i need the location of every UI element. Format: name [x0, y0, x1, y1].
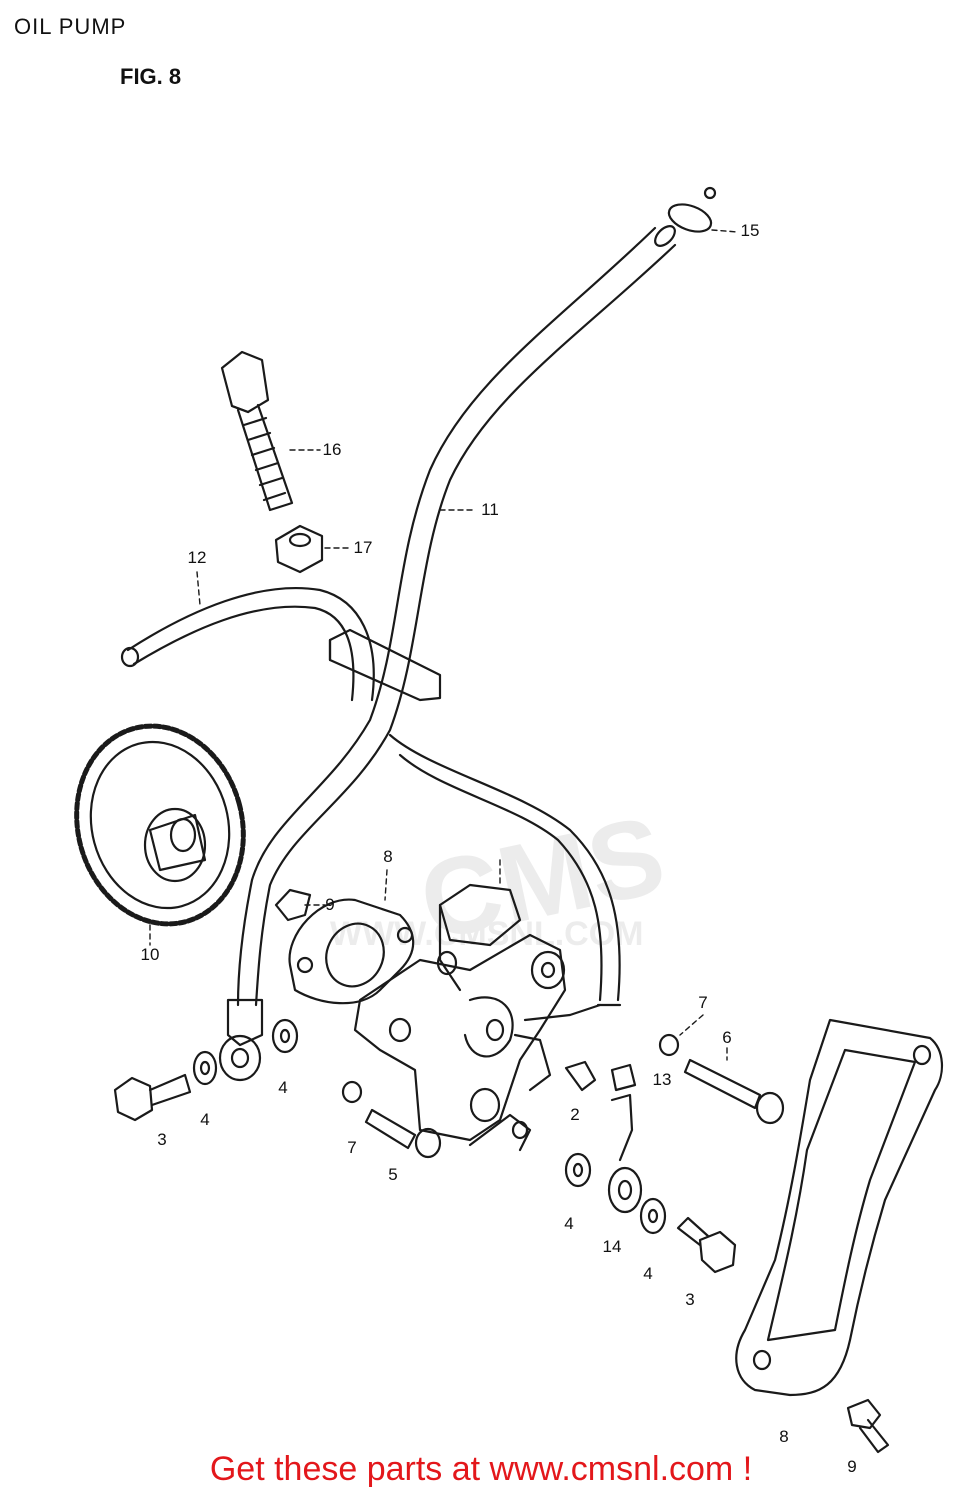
washer-4-left — [192, 1050, 218, 1086]
gasket-8-top — [288, 898, 415, 1005]
screw-5 — [364, 1108, 442, 1159]
footer-cta-link[interactable]: Get these parts at www.cmsnl.com ! — [209, 1450, 753, 1488]
bolt-16 — [220, 350, 294, 512]
hose-guide — [328, 628, 442, 702]
callout-3-right: 3 — [685, 1290, 695, 1309]
washer-4-inner — [271, 1018, 299, 1054]
callout-4-inner: 4 — [278, 1078, 288, 1097]
callout-2: 2 — [570, 1105, 580, 1124]
oil-hose-12 — [120, 586, 375, 702]
oil-pump-body — [353, 883, 602, 1152]
callout-7-right: 7 — [698, 993, 708, 1012]
washer-7-left — [341, 1080, 363, 1104]
callout-8-bottom: 8 — [779, 1427, 789, 1446]
callout-11: 11 — [481, 500, 499, 519]
callout-3-left: 3 — [157, 1130, 167, 1149]
callout-4-right: 4 — [643, 1264, 653, 1283]
banjo-bolt-3-left — [113, 1073, 192, 1122]
callout-12: 12 — [187, 548, 207, 567]
oil-hose-11 — [236, 225, 677, 1007]
drive-gear-10 — [74, 723, 246, 927]
callout-17: 17 — [353, 538, 373, 557]
hose-clip-15 — [667, 186, 717, 233]
callout-6: 6 — [722, 1028, 732, 1047]
callout-9-bottom: 9 — [847, 1457, 857, 1476]
watermark-url: WWW.CMSNL.COM — [330, 915, 644, 953]
fitting-13 — [610, 1063, 637, 1092]
washer-4-mid — [564, 1152, 592, 1188]
screw-6 — [683, 1058, 785, 1125]
banjo-fitting-left — [218, 998, 264, 1082]
callout-7-left: 7 — [347, 1138, 357, 1157]
banjo-bolt-3-right — [676, 1216, 737, 1274]
banjo-fitting-14 — [607, 1093, 643, 1214]
callout-4-mid: 4 — [564, 1214, 574, 1233]
screw-9-bottom — [846, 1398, 890, 1454]
callout-5: 5 — [388, 1165, 398, 1184]
leader-lines — [149, 229, 739, 1061]
figure-label: FIG. 8 — [120, 64, 182, 89]
washer-4-right — [639, 1197, 667, 1235]
callout-13: 13 — [652, 1070, 672, 1089]
page-title: OIL PUMP — [14, 14, 127, 39]
cover-gasket-8-bottom — [735, 1018, 943, 1397]
callout-16: 16 — [322, 440, 342, 459]
nut-17 — [274, 524, 324, 574]
callout-14: 14 — [602, 1237, 622, 1256]
callout-10: 10 — [140, 945, 160, 964]
callout-15: 15 — [740, 221, 760, 240]
plug-2 — [564, 1060, 597, 1092]
washer-7-right — [658, 1033, 680, 1057]
callout-9-top: 9 — [325, 895, 335, 914]
callout-8-top: 8 — [383, 847, 393, 866]
callout-4-left: 4 — [200, 1110, 210, 1129]
